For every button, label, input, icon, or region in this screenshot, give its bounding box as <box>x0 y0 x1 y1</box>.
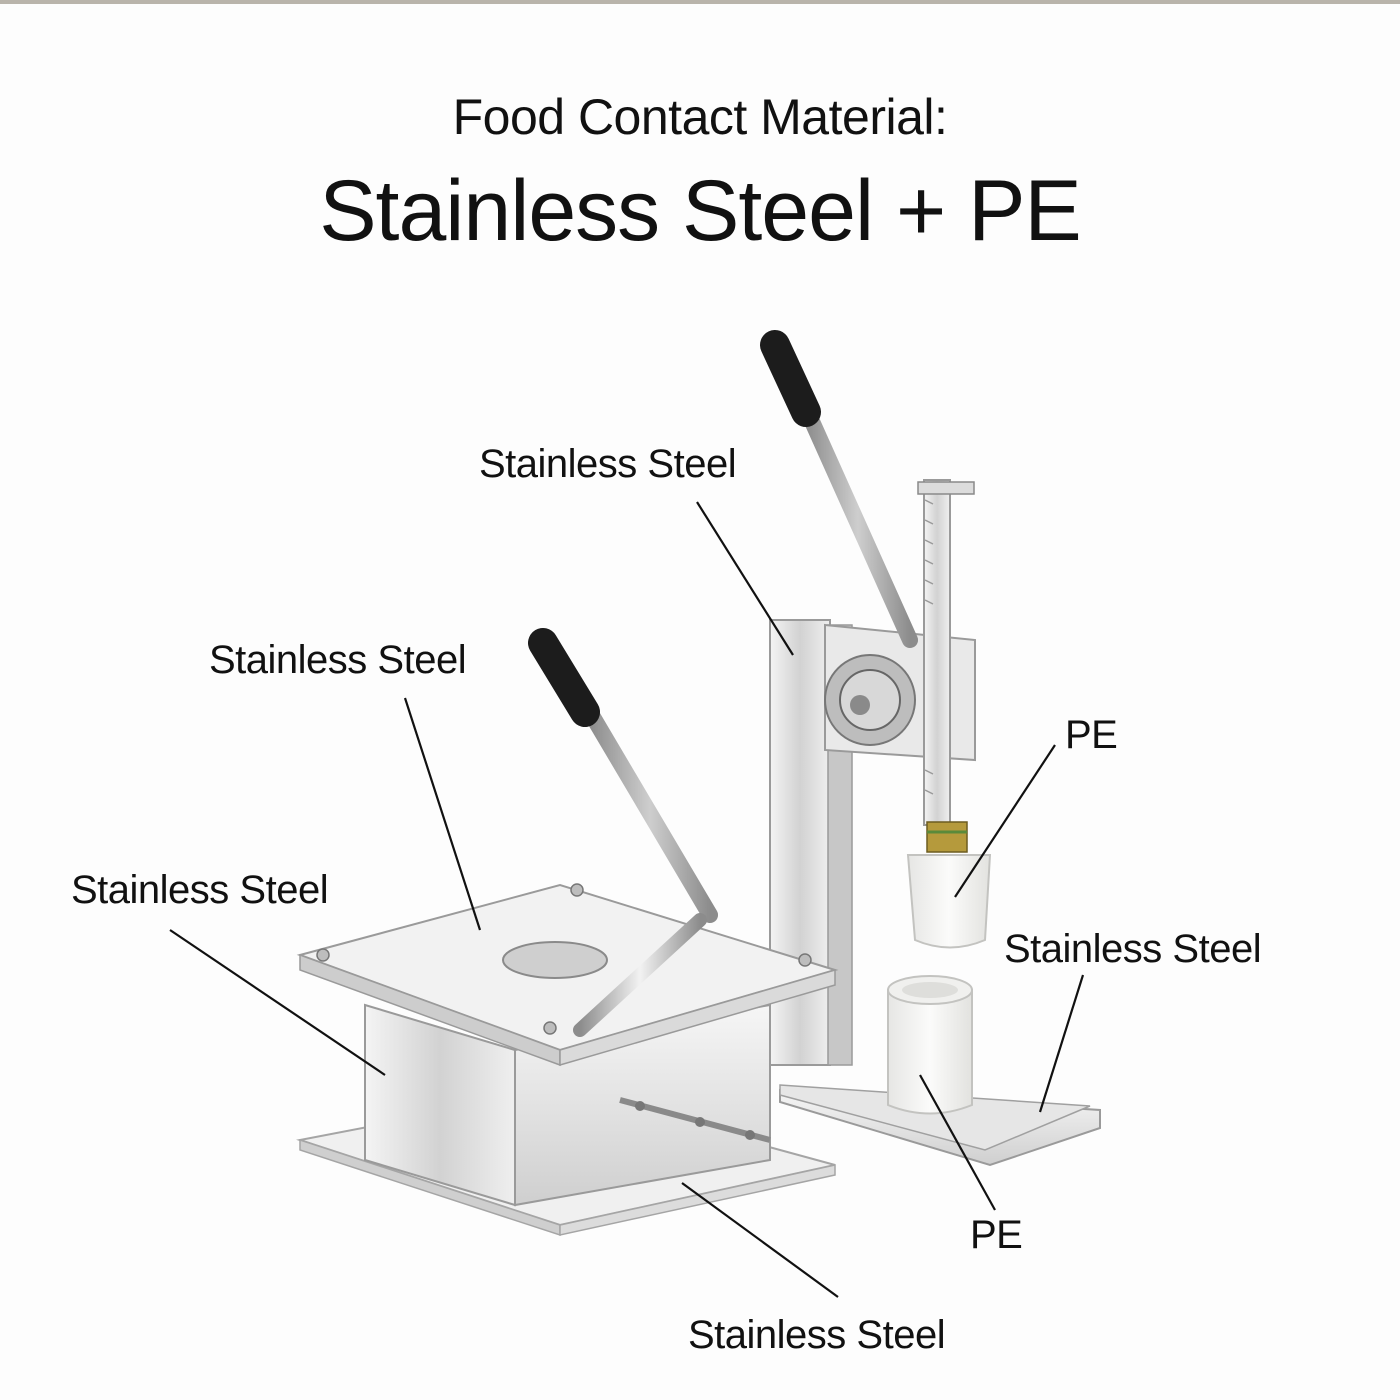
rack-bar <box>923 479 951 826</box>
leader-top-plate <box>403 697 482 931</box>
mold-handle-rod <box>582 704 718 923</box>
label-upper-mold: PE <box>1065 713 1118 757</box>
label-press-frame: Stainless Steel <box>479 442 737 486</box>
label-mold-body: Stainless Steel <box>71 868 329 912</box>
top-edge-strip <box>0 0 1400 4</box>
leader-base-rail <box>1038 974 1085 1113</box>
vertical-press <box>760 330 1101 1167</box>
label-base-rail: Stainless Steel <box>1004 927 1262 971</box>
label-top-plate: Stainless Steel <box>209 638 467 682</box>
mold-handle-grip <box>528 628 600 727</box>
lower-pe-cup <box>887 975 973 1115</box>
top-plate-hole <box>502 941 608 979</box>
leader-lines <box>169 501 1085 1298</box>
leader-press-frame <box>696 501 794 656</box>
leader-lower-cup <box>919 1074 996 1211</box>
box-mold <box>296 628 839 1237</box>
press-handle-grip <box>760 330 821 427</box>
leader-upper-mold <box>954 744 1056 898</box>
subtitle: Food Contact Material: <box>452 89 948 145</box>
label-base-plate: Stainless Steel <box>688 1313 946 1357</box>
brass-fitting <box>926 821 968 853</box>
leader-base-plate <box>681 1182 839 1298</box>
label-lower-cup: PE <box>970 1213 1023 1257</box>
upper-pe-mold <box>906 854 992 949</box>
hinge-bar <box>619 1097 771 1143</box>
page-title: Stainless Steel + PE <box>319 163 1082 259</box>
mold-handle-arm <box>573 913 707 1037</box>
press-handle-rod <box>798 400 918 648</box>
leader-mold-body <box>169 929 386 1076</box>
